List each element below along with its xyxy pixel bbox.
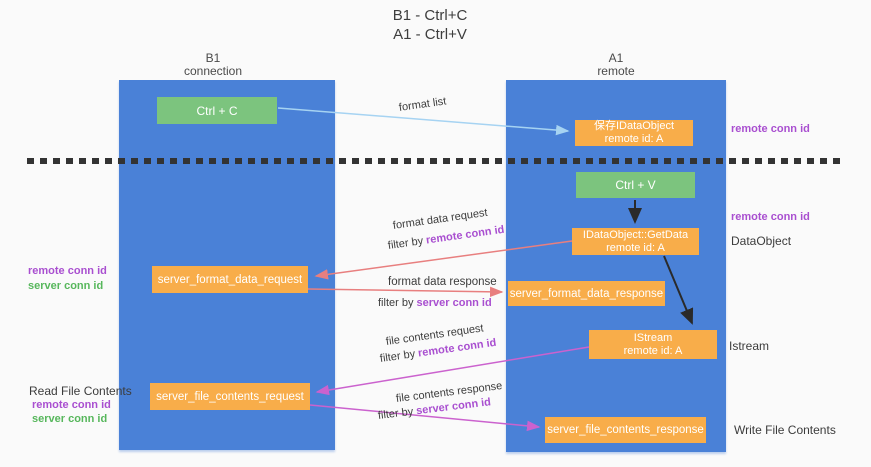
idataobject-getdata-node: IDataObject::GetData remote id: A — [572, 228, 699, 255]
filter-by-text: filter by — [377, 405, 417, 422]
istream-label: IStream — [633, 331, 673, 344]
diagram-title: B1 - Ctrl+C A1 - Ctrl+V — [310, 6, 550, 44]
right-remote-conn-id-label-2: remote conn id — [731, 211, 810, 223]
save-idataobject-label: 保存IDataObject — [593, 120, 675, 132]
copy-paste-divider-line — [27, 158, 843, 164]
filter-remote-conn-id: remote conn id — [425, 223, 506, 247]
write-file-contents-label: Write File Contents — [734, 423, 836, 437]
ctrl-v-node: Ctrl + V — [576, 172, 695, 198]
server-file-contents-request-label: server_file_contents_request — [156, 390, 304, 403]
title-line-2: A1 - Ctrl+V — [393, 26, 467, 43]
right-remote-conn-id-label-1: remote conn id — [731, 123, 810, 135]
a1-column-header: A1 remote — [546, 52, 686, 78]
ctrl-c-label: Ctrl + C — [196, 103, 238, 118]
istream-node: IStream remote id: A — [589, 330, 717, 359]
b1-column-name: B1 — [205, 51, 221, 65]
getdata-remote-id: remote id: A — [606, 241, 665, 254]
format-data-response-annotation: format data response — [388, 276, 497, 288]
b1-column-header: B1 connection — [143, 52, 283, 78]
server-format-data-response-label: server_format_data_response — [509, 287, 664, 300]
getdata-label: IDataObject::GetData — [582, 228, 689, 241]
ctrl-c-node: Ctrl + C — [157, 97, 277, 124]
dataobject-side-label: DataObject — [731, 234, 792, 248]
filter-by-text: filter by — [387, 234, 427, 252]
save-idataobject-node: 保存IDataObject remote id: A — [575, 120, 693, 146]
istream-remote-id: remote id: A — [623, 344, 683, 357]
server-format-data-request-label: server_format_data_request — [157, 273, 303, 286]
title-line-1: B1 - Ctrl+C — [392, 7, 468, 24]
format-data-response-filter-annotation: filter by server conn id — [378, 297, 492, 309]
left-remote-conn-id-label: remote conn id — [28, 265, 107, 277]
save-idataobject-remote-id: remote id: A — [604, 133, 664, 145]
server-file-contents-response-label: server_file_contents_response — [547, 424, 704, 436]
ctrl-v-label: Ctrl + V — [615, 178, 656, 192]
filter-by-text: filter by — [379, 347, 419, 365]
a1-column-name: A1 — [608, 51, 624, 65]
format-list-annotation: format list — [398, 95, 448, 114]
server-format-data-response-node: server_format_data_response — [508, 281, 665, 306]
left-server-conn-id-label: server conn id — [28, 280, 104, 292]
a1-column-role: remote — [597, 64, 635, 78]
server-file-contents-response-node: server_file_contents_response — [545, 417, 706, 443]
format-data-response-arrow — [307, 286, 504, 298]
server-format-data-request-node: server_format_data_request — [152, 266, 308, 293]
filter-by-text: filter by — [378, 297, 417, 309]
b1-column-role: connection — [183, 64, 243, 78]
server-file-contents-request-node: server_file_contents_request — [150, 383, 310, 410]
left-remote-conn-id-label-2: remote conn id — [32, 399, 111, 411]
istream-side-label: Istream — [729, 339, 770, 353]
filter-server-conn-id: server conn id — [416, 297, 492, 309]
left-server-conn-id-label-2: server conn id — [32, 413, 108, 425]
read-file-contents-label: Read File Contents — [29, 384, 132, 398]
